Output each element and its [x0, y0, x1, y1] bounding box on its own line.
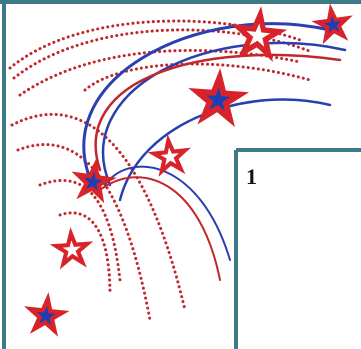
star-icon — [145, 131, 194, 178]
star-icon — [48, 225, 96, 271]
page-number: 1 — [246, 164, 257, 189]
stars — [21, 0, 357, 338]
star-icon — [309, 0, 357, 46]
star-icon — [21, 289, 72, 338]
